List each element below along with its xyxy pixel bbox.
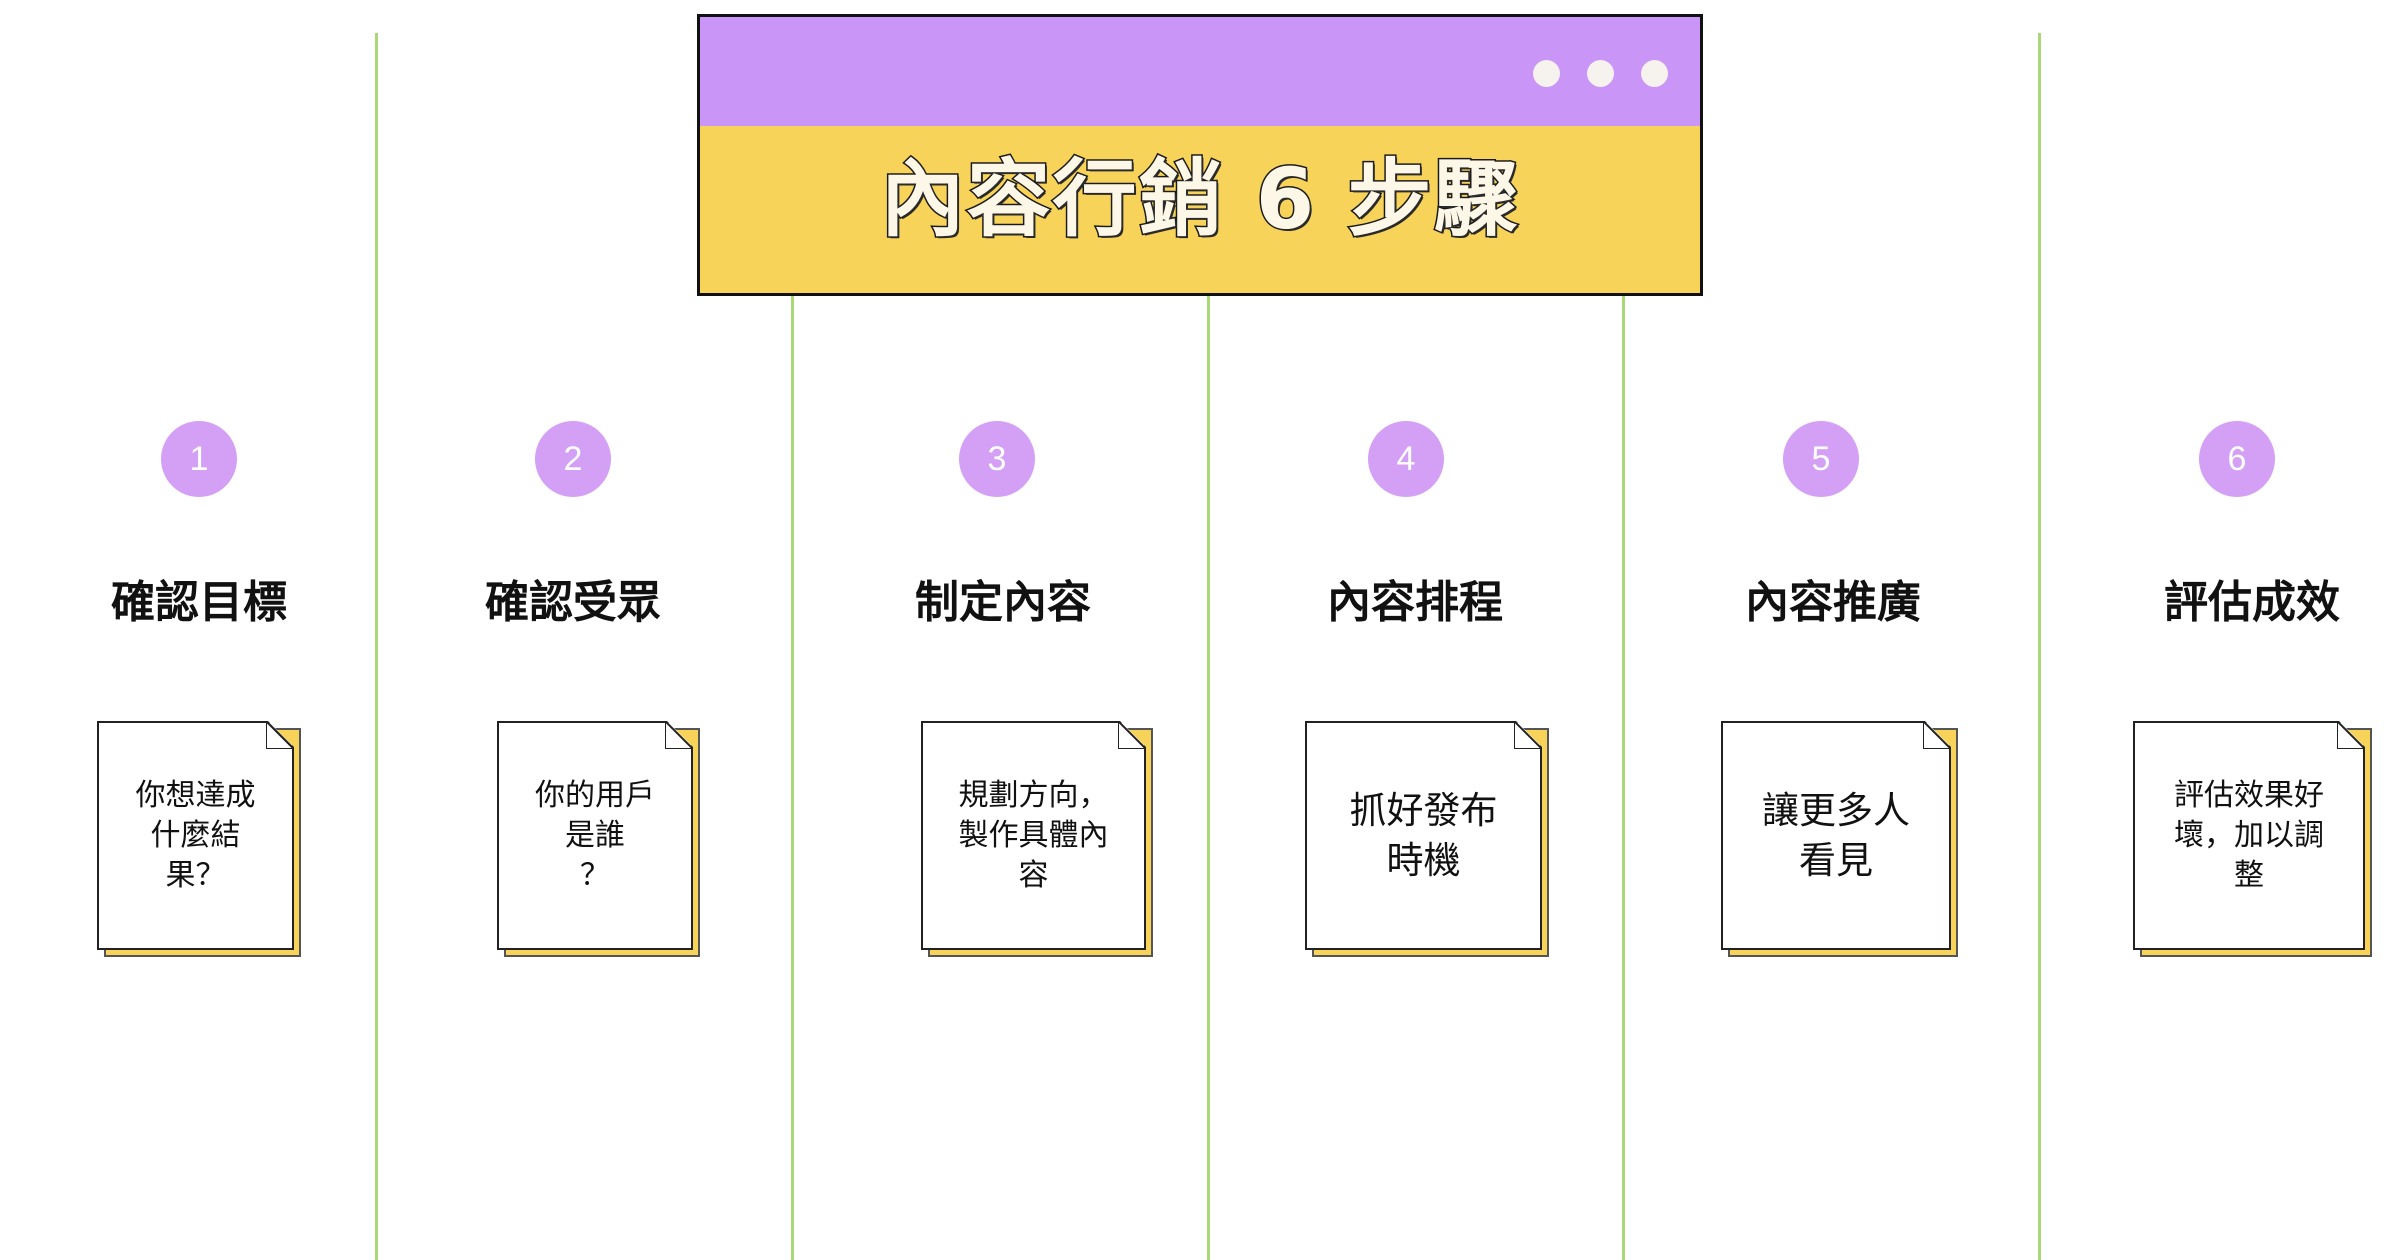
step-number-badge: 1	[161, 421, 237, 497]
step-description: 讓更多人 看見	[1762, 788, 1910, 882]
title-banner: 內容行銷 6 步驟	[697, 14, 1703, 296]
page-title: 內容行銷 6 步驟	[879, 150, 1520, 248]
step-title: 評估成效	[2164, 577, 2340, 628]
window-dot-icon	[1641, 60, 1668, 87]
step-title: 確認受眾	[485, 577, 661, 628]
folded-corner-icon	[1514, 721, 1542, 749]
folded-corner-icon	[1923, 721, 1951, 749]
window-dot-icon	[1533, 60, 1560, 87]
step-number-badge: 2	[535, 421, 611, 497]
step-title: 內容推廣	[1745, 577, 1921, 628]
step-description: 抓好發布 時機	[1349, 788, 1498, 882]
banner-window-bar	[700, 17, 1700, 126]
step-description: 規劃方向， 製作具體內 容	[958, 777, 1109, 893]
folded-corner-icon	[266, 721, 294, 749]
step-title: 確認目標	[111, 577, 287, 628]
step-number-badge: 3	[959, 421, 1035, 497]
card-body	[2133, 721, 2365, 950]
card-body	[921, 721, 1146, 950]
step-number-badge: 5	[1783, 421, 1859, 497]
card-body	[97, 721, 294, 950]
folded-corner-icon	[665, 721, 693, 749]
card-body	[1305, 721, 1542, 950]
step-title: 制定內容	[915, 577, 1091, 628]
step-document-card: 抓好發布 時機	[1305, 721, 1549, 957]
step-document-card: 你想達成 什麼結 果？	[97, 721, 301, 957]
step-description: 你想達成 什麼結 果？	[135, 777, 256, 893]
column-divider	[791, 33, 794, 1260]
step-document-card: 你的用戶 是誰 ？	[497, 721, 700, 957]
step-document-card: 評估效果好 壞，加以調 整	[2133, 721, 2372, 957]
step-document-card: 規劃方向， 製作具體內 容	[921, 721, 1153, 957]
step-description: 評估效果好 壞，加以調 整	[2174, 777, 2324, 893]
step-number-badge: 4	[1368, 421, 1444, 497]
column-divider	[1622, 33, 1625, 1260]
column-divider	[375, 33, 378, 1260]
column-divider	[2038, 33, 2041, 1260]
window-dot-icon	[1587, 60, 1614, 87]
step-number-badge: 6	[2199, 421, 2275, 497]
column-divider	[1207, 33, 1210, 1260]
step-document-card: 讓更多人 看見	[1721, 721, 1958, 957]
folded-corner-icon	[2337, 721, 2365, 749]
folded-corner-icon	[1118, 721, 1146, 749]
step-description: 你的用戶 是誰 ？	[535, 777, 655, 893]
step-title: 內容排程	[1327, 577, 1503, 628]
card-body	[1721, 721, 1951, 950]
card-body	[497, 721, 693, 950]
